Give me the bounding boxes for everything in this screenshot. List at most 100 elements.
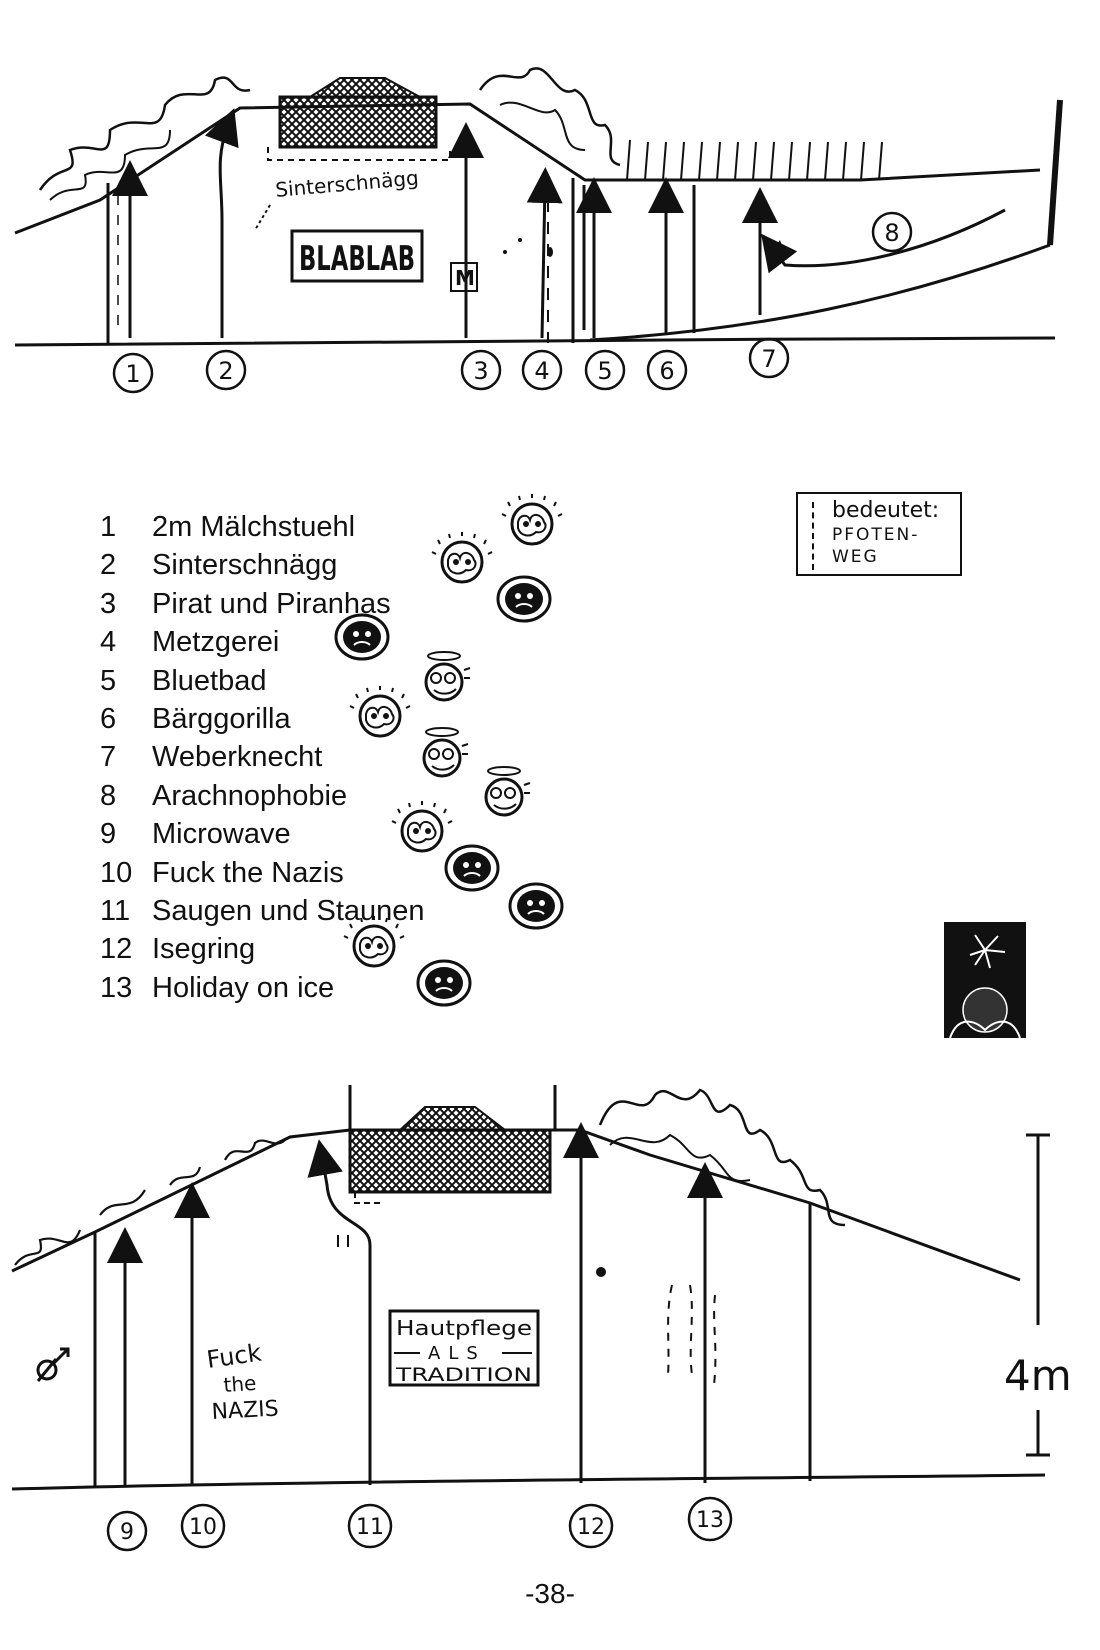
route-item: 10 Fuck the Nazis (100, 844, 500, 892)
route-number: 3 (100, 587, 117, 620)
route-number: 1 (100, 511, 117, 543)
route-list: 1 2m Mälchstuehl 2 Sinterschnägg 3 Pirat und … (100, 494, 564, 1007)
route-item: 2 Sinterschnägg (100, 532, 493, 584)
route-number: 2 (100, 549, 117, 582)
top-wall-topo: Sinterschnägg BLABLAB M 1 2 3 4 5 6 7 8 (14, 67, 1063, 394)
route-marker-8 (871, 211, 913, 253)
route-item: 13 Holiday on ice (100, 959, 472, 1007)
bottom-route-markers (106, 1496, 733, 1552)
halo-grade-icon (424, 650, 471, 702)
vegetation-left (14, 1139, 286, 1266)
route-marker-3 (460, 349, 502, 391)
route-marker-12 (568, 1503, 614, 1549)
blablab-sign-text: BLABLAB (299, 239, 415, 279)
height-scale (1026, 1133, 1050, 1457)
route-number: 9 (100, 818, 117, 851)
route-marker-5 (584, 349, 626, 391)
route-number: 11 (100, 894, 131, 927)
route-marker-9 (106, 1510, 148, 1552)
route-number: 7 (100, 741, 117, 774)
route-name: Pirat und Piranhas (152, 587, 391, 620)
dark-grade-icon (496, 575, 552, 623)
sign-line-2: ALS (428, 1343, 486, 1364)
route-name: Fuck the Nazis (152, 856, 344, 889)
legend-line-3: WEG (832, 547, 879, 567)
route-item: 5 Bluetbad (100, 650, 471, 702)
route-marker-7 (748, 337, 790, 379)
halo-grade-icon (422, 727, 469, 778)
dark-grade-icon (416, 959, 472, 1007)
route-marker-11-label: 11 (356, 1515, 384, 1540)
height-label: 4m (1004, 1351, 1072, 1400)
halo-grade-icon (484, 765, 531, 817)
route-item: 11 Saugen und Staunen (100, 882, 564, 930)
route-marker-9-label: 9 (120, 1520, 134, 1545)
route-item: 12 Isegring (100, 916, 425, 968)
wall-top-profile (14, 102, 1041, 235)
route-marker-4-label: 4 (534, 357, 549, 385)
m-sign-text: M (455, 266, 475, 290)
route-number: 12 (100, 933, 133, 966)
route-marker-7-label: 7 (761, 345, 776, 373)
route-item: 7 Weberknecht (100, 727, 469, 778)
route-number: 10 (100, 856, 133, 889)
dark-grade-icon (508, 882, 564, 930)
route-number: 13 (100, 971, 133, 1004)
dark-grade-icon (334, 613, 390, 661)
route-name: 2m Mälchstuehl (152, 511, 356, 543)
top-route-markers (112, 211, 913, 394)
route-marker-4 (521, 349, 563, 391)
blablab-sign-frame (290, 229, 424, 283)
route-marker-5-label: 5 (597, 357, 612, 385)
ground-line (14, 336, 1056, 347)
fluffy-grade-icon (391, 801, 453, 853)
vegetation-right (478, 67, 621, 167)
route-name: Bluetbad (152, 664, 267, 697)
route-marker-1-label: 1 (125, 360, 140, 388)
route-marker-1 (112, 352, 154, 394)
route-marker-2-label: 2 (218, 357, 233, 385)
m-sign-frame (450, 262, 478, 292)
route-arrow-4 (526, 167, 563, 339)
route-number: 6 (100, 702, 117, 735)
route-marker-13-label: 13 (696, 1508, 724, 1533)
vegetation-right (598, 1088, 846, 1227)
route-arrow-8 (761, 208, 1006, 274)
route-name: Holiday on ice (152, 971, 335, 1004)
route-number: 5 (100, 664, 117, 697)
wall-right-edge (1047, 99, 1063, 246)
ground-line (11, 1473, 1046, 1491)
route-name: Saugen und Staunen (152, 894, 425, 927)
male-symbol-icon (36, 1347, 70, 1382)
route-marker-12-label: 12 (577, 1515, 605, 1540)
route-number: 4 (100, 626, 117, 659)
sector-label: Sinterschnägg (274, 166, 419, 202)
route-name: Sinterschnägg (152, 549, 338, 582)
route-name: Microwave (152, 818, 291, 851)
sign-line-1: Hautpflege (396, 1316, 532, 1340)
roof-structure (348, 1085, 557, 1204)
route-marker-2 (205, 349, 247, 391)
route-name: Weberknecht (152, 741, 323, 774)
route-arrow-11 (307, 1139, 372, 1485)
route-item: 3 Pirat und Piranhas (100, 575, 552, 623)
route-name: Bärggorilla (152, 702, 291, 735)
legend-box: bedeutet: PFOTEN- WEG (796, 492, 962, 576)
vegetation-left (38, 76, 251, 191)
page-number: -38- (525, 1578, 575, 1609)
fluffy-grade-icon (343, 916, 405, 968)
route-name: Isegring (152, 933, 256, 966)
legend-line-1: bedeutet: (832, 498, 940, 523)
sign-line-3: TRADITION (395, 1364, 532, 1386)
route-item: 9 Microwave (100, 801, 453, 853)
route-marker-6 (646, 349, 688, 391)
route-marker-3-label: 3 (473, 357, 488, 385)
route-marker-10-label: 10 (189, 1515, 217, 1540)
route-number: 8 (100, 779, 117, 812)
fluffy-grade-icon (349, 685, 411, 738)
graffiti-line-2: the (223, 1371, 257, 1397)
roof-structure (267, 77, 451, 161)
dashed-line-sample (812, 502, 814, 570)
route-marker-6-label: 6 (659, 357, 674, 385)
